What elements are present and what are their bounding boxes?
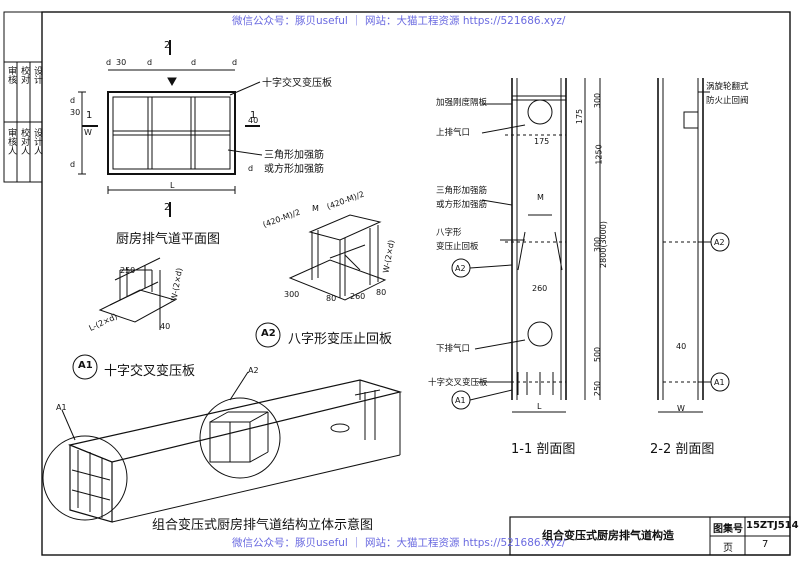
a2-caption: 八字形变压止回板 bbox=[288, 332, 393, 347]
watermark-top: 微信公众号：豚贝useful ｜ 网站：大猫工程资源 https://52168… bbox=[232, 15, 566, 27]
plan-rib-label-1: 三角形加强筋 bbox=[264, 150, 324, 161]
a2-dim-300: 300 bbox=[284, 290, 300, 299]
plan-dim-d-left: d bbox=[70, 96, 76, 105]
s1-caption: 1-1 剖面图 bbox=[511, 442, 576, 457]
s1-label-rib-2: 或方形加强筋 bbox=[436, 200, 488, 210]
sidebar-signature-2: 校对人 bbox=[19, 128, 29, 155]
s2-dim-40: 40 bbox=[676, 342, 687, 351]
titleblock-page-label: 页 bbox=[723, 543, 733, 554]
watermark-bottom: 微信公众号：豚贝useful ｜ 网站：大猫工程资源 https://52168… bbox=[232, 537, 566, 549]
s1-a1-tag: A1 bbox=[455, 396, 466, 405]
s1-a2-tag: A2 bbox=[455, 264, 466, 273]
a2-badge: A2 bbox=[261, 328, 276, 339]
section-2-2-sketch bbox=[657, 78, 730, 413]
s1-label-lower-vent: 下排气口 bbox=[436, 344, 471, 354]
s2-a2-tag: A2 bbox=[714, 238, 725, 247]
s2-a1-tag: A1 bbox=[714, 378, 725, 387]
detail-a2-sketch bbox=[255, 214, 387, 348]
a2-dim-260: 260 bbox=[350, 292, 366, 301]
s1-label-splayed-2: 变压止回板 bbox=[436, 242, 479, 252]
s1-dim-L: L bbox=[537, 402, 542, 411]
iso-view-sketch bbox=[42, 371, 403, 523]
plan-view bbox=[78, 40, 263, 217]
s1-label-cross-plate: 十字交叉变压板 bbox=[428, 378, 488, 388]
sidebar-role-2: 校对 bbox=[19, 66, 29, 84]
s1-dim-175b: 175 bbox=[534, 137, 550, 146]
s1-dim-250: 250 bbox=[593, 380, 603, 397]
s1-dim-1250: 1250 bbox=[594, 144, 604, 165]
section-1-1-sketch bbox=[451, 78, 601, 413]
titleblock-title: 组合变压式厨房排气道构造 bbox=[542, 529, 674, 542]
titleblock-page-no: 7 bbox=[762, 539, 769, 550]
plan-caption: 厨房排气道平面图 bbox=[116, 232, 221, 247]
plan-dim-d1: d bbox=[106, 58, 112, 67]
plan-dim-d3: d bbox=[191, 58, 197, 67]
signature-sidebar bbox=[3, 11, 43, 183]
a1-dim-250: 250 bbox=[120, 266, 136, 275]
iso-a2-tag: A2 bbox=[248, 366, 259, 375]
plan-side-mark-left: 1 bbox=[86, 110, 93, 121]
plan-dim-W: W bbox=[84, 128, 92, 137]
a2-dim-80b: 80 bbox=[376, 288, 387, 297]
plan-dim-40: 40 bbox=[248, 116, 259, 125]
plan-section-mark-bottom: 2 bbox=[164, 202, 171, 213]
s2-valve-label-2: 防火止回阀 bbox=[706, 96, 749, 106]
a1-badge: A1 bbox=[78, 360, 93, 371]
a2-dim-80: 80 bbox=[326, 294, 337, 303]
plan-dim-d2: d bbox=[147, 58, 153, 67]
plan-side-mark-right: 1 bbox=[250, 110, 257, 121]
iso-caption: 组合变压式厨房排气道结构立体示意图 bbox=[152, 518, 374, 533]
drawing-frame bbox=[41, 11, 791, 556]
s2-dim-W: W bbox=[677, 404, 685, 413]
plan-cross-plate-label: 十字交叉变压板 bbox=[262, 78, 332, 89]
plan-dim-d-right: d bbox=[248, 164, 254, 173]
detail-a1-sketch bbox=[72, 257, 177, 380]
s2-valve-label-1: 涡旋轮翻式 bbox=[706, 82, 749, 92]
sidebar-role-1: 审核 bbox=[6, 66, 16, 84]
s1-dim-175a: 175 bbox=[575, 108, 585, 125]
iso-a1-tag: A1 bbox=[56, 403, 67, 412]
plan-dim-30-left: 30 bbox=[70, 108, 81, 117]
sidebar-signature-3: 设计人 bbox=[32, 128, 42, 155]
a1-caption: 十字交叉变压板 bbox=[104, 364, 196, 379]
plan-dim-d-left2: d bbox=[70, 160, 76, 169]
s1-label-rib-1: 三角形加强筋 bbox=[436, 186, 488, 196]
s1-label-upper-vent: 上排气口 bbox=[436, 128, 471, 138]
s1-dim-300: 300 bbox=[593, 92, 603, 109]
plan-dim-30: 30 bbox=[116, 58, 127, 67]
s1-dim-2800: 2800(3000) bbox=[598, 221, 608, 268]
s1-label-splayed-1: 八字形 bbox=[436, 228, 462, 238]
a2-dim-m: M bbox=[312, 204, 319, 213]
title-block-lines bbox=[509, 516, 791, 556]
a1-dim-40: 40 bbox=[160, 322, 171, 331]
titleblock-atlas-no: 15ZTJ514 bbox=[746, 520, 799, 531]
s1-dim-m: M bbox=[537, 193, 544, 202]
s2-caption: 2-2 剖面图 bbox=[650, 442, 715, 457]
plan-dim-d4: d bbox=[232, 58, 238, 67]
plan-rib-label-2: 或方形加强筋 bbox=[264, 164, 324, 175]
plan-section-mark-top: 2 bbox=[164, 40, 171, 51]
titleblock-atlas-label: 图集号 bbox=[713, 524, 743, 535]
plan-dim-L: L bbox=[170, 181, 175, 190]
s1-label-stiffener: 加强刚度隔板 bbox=[436, 98, 488, 108]
s1-dim-260: 260 bbox=[532, 284, 548, 293]
sidebar-role-3: 设计 bbox=[32, 66, 42, 84]
s1-dim-500: 500 bbox=[593, 346, 603, 363]
sidebar-signature-1: 审核人 bbox=[6, 128, 16, 155]
